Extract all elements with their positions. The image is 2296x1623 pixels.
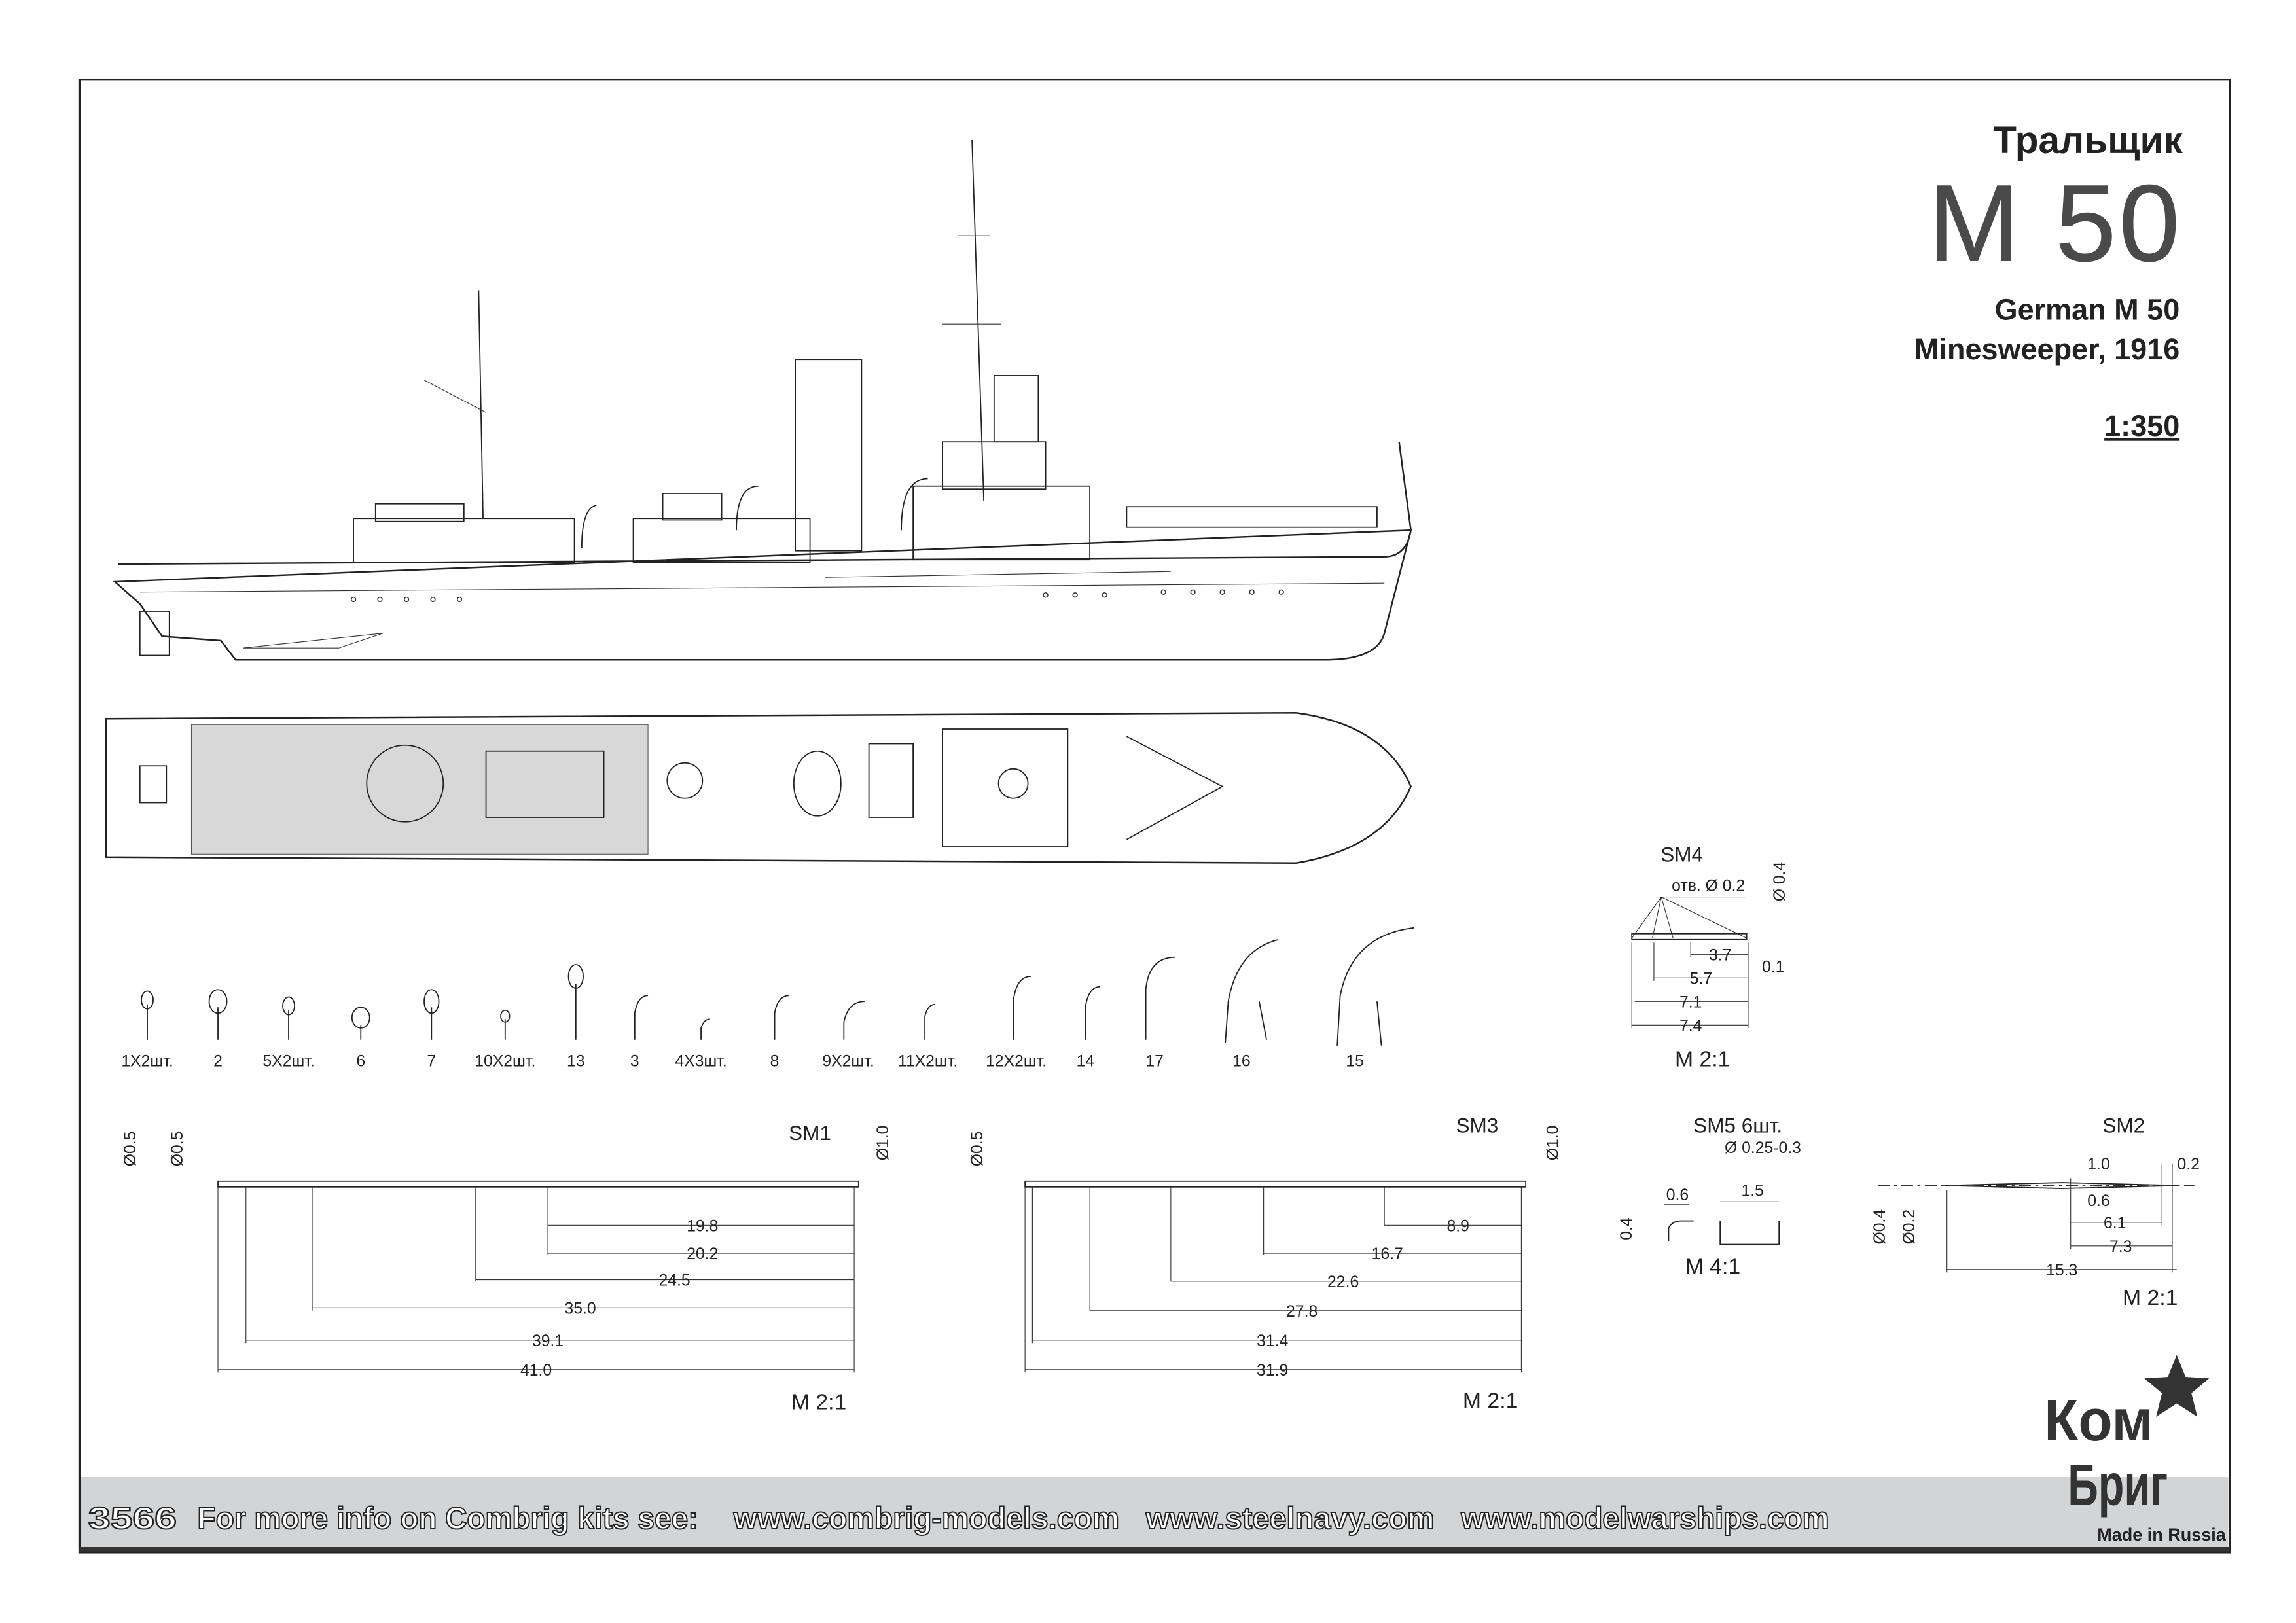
sm1-diameter: Ø1.0	[874, 1126, 892, 1161]
part-label: 2	[213, 1052, 223, 1070]
part-label: 17	[1145, 1052, 1164, 1070]
part-label: 11X2шт.	[898, 1052, 958, 1070]
sm3-diameter: Ø0.5	[969, 1132, 986, 1167]
sm2-dim: 0.2	[2178, 1156, 2200, 1173]
sm2-dim: 6.1	[2104, 1215, 2126, 1232]
sm3-diameter: Ø1.0	[1545, 1126, 1562, 1161]
title-block: Тральщик M 50 German M 50 Minesweeper, 1…	[1914, 119, 2183, 442]
footer-bar: 3566 For more info on Combrig kits see: …	[79, 1477, 2230, 1552]
sm2-diameter: Ø0.2	[1901, 1209, 1918, 1245]
sm2-detail: SM2 Ø0.4 Ø0.2 1.0 0.2 0.6 6.1 7.3 15.3 M…	[1871, 1114, 2200, 1310]
kit-number: 3566	[88, 1501, 177, 1536]
sm3-detail: SM3 Ø0.5 Ø1.0 8.9 16.7 22.6 27.8 31.4 31…	[969, 1114, 1562, 1414]
kombrig-logo: Ком Бриг Made in Russia	[2044, 1355, 2227, 1544]
sm2-title: SM2	[2102, 1114, 2145, 1137]
sm2-scale: M 2:1	[2123, 1285, 2178, 1310]
sm3-dim: 27.8	[1286, 1303, 1318, 1321]
scale-label: 1:350	[2104, 409, 2179, 442]
sm2-dim: 1.0	[2087, 1156, 2109, 1173]
parts-row: 1X2шт. 2 5X2шт. 6 7 10X2шт. 13 3 4X3шт. …	[121, 927, 1414, 1070]
wooden-deck	[190, 724, 649, 855]
part-label: 13	[567, 1052, 585, 1070]
sm5-detail: SM5 6шт. Ø 0.25-0.3 0.6 1.5 0.4 M 4:1	[1618, 1114, 1801, 1279]
sm3-title: SM3	[1456, 1114, 1499, 1137]
sm1-title: SM1	[789, 1121, 831, 1145]
star-icon	[2144, 1355, 2210, 1417]
ship-side-view	[113, 139, 1412, 661]
subtitle-2: Minesweeper, 1916	[1914, 332, 2179, 366]
sm4-detail: SM4 отв. Ø 0.2 Ø 0.4 3.7 0.1 5.7 7.1 7.4…	[1631, 843, 1789, 1071]
sm3-dim: 31.9	[1257, 1362, 1288, 1380]
part-label: 6	[356, 1052, 365, 1070]
sm3-dim: 22.6	[1327, 1274, 1359, 1291]
sm3-dim: 16.7	[1372, 1245, 1403, 1263]
part-label: 14	[1077, 1052, 1095, 1070]
sm1-dim: 35.0	[564, 1300, 596, 1317]
sm4-dim: 5.7	[1690, 970, 1712, 988]
part-label: 15	[1346, 1052, 1364, 1070]
ship-top-view	[105, 712, 1412, 864]
sm1-dim: 41.0	[520, 1362, 552, 1380]
part-label: 8	[770, 1052, 780, 1070]
sm2-diameter: Ø0.4	[1871, 1209, 1889, 1245]
logo-top: Ком	[2044, 1388, 2153, 1454]
title-ru: Тральщик	[1993, 119, 2183, 162]
sm3-dim: 8.9	[1446, 1217, 1469, 1235]
sm1-detail: SM1 Ø0.5 Ø0.5 Ø1.0 19.8 20.2 24.5 35.0 3…	[122, 1121, 892, 1415]
logo-bottom: Бриг	[2068, 1453, 2168, 1518]
sm1-dim: 39.1	[532, 1332, 564, 1350]
sm2-dim: 0.6	[2087, 1192, 2109, 1210]
part-label: 12X2шт.	[986, 1052, 1047, 1070]
sm4-dim: 0.1	[1762, 958, 1784, 976]
sm5-dim: 0.6	[1666, 1186, 1689, 1204]
fore-mast	[478, 290, 484, 519]
sm3-dim: 31.4	[1257, 1332, 1288, 1350]
sm1-dim: 20.2	[687, 1245, 718, 1263]
link-steelnavy[interactable]: www.steelnavy.com	[1145, 1501, 1435, 1537]
funnel	[795, 359, 863, 552]
part-label: 7	[427, 1052, 436, 1070]
part-label: 1X2шт.	[121, 1052, 173, 1070]
sm5-diameter: Ø 0.25-0.3	[1725, 1139, 1801, 1157]
part-label: 9X2шт.	[822, 1052, 874, 1070]
sm5-dim: 1.5	[1741, 1182, 1763, 1200]
sm1-diameter: Ø0.5	[122, 1132, 139, 1167]
sm1-scale: M 2:1	[791, 1390, 846, 1415]
sm4-dim: 7.4	[1679, 1017, 1702, 1035]
sm5-scale: M 4:1	[1685, 1255, 1740, 1279]
part-label: 4X3шт.	[675, 1052, 726, 1070]
sm2-dim: 15.3	[2046, 1262, 2077, 1279]
link-modelwarships[interactable]: www.modelwarships.com	[1460, 1501, 1830, 1537]
part-label: 16	[1232, 1052, 1251, 1070]
sheet-frame	[78, 78, 2231, 1554]
sm5-title: SM5 6шт.	[1693, 1114, 1782, 1137]
sm1-dim: 24.5	[658, 1272, 690, 1290]
sm5-dim: 0.4	[1618, 1217, 1636, 1240]
footer-info: For more info on Combrig kits see:	[198, 1501, 698, 1536]
logo-tagline: Made in Russia	[2097, 1525, 2227, 1544]
link-combrig[interactable]: www.combrig-models.com	[732, 1501, 1121, 1537]
main-mast	[971, 139, 985, 501]
part-label: 10X2шт.	[475, 1052, 535, 1070]
sm3-scale: M 2:1	[1463, 1388, 1518, 1413]
sm4-hole: отв. Ø 0.2	[1672, 878, 1745, 895]
model-name: M 50	[1929, 162, 2183, 284]
sm4-title: SM4	[1660, 843, 1703, 866]
sm1-dim: 19.8	[687, 1217, 718, 1235]
sm4-d: Ø 0.4	[1771, 861, 1789, 901]
sm2-dim: 7.3	[2109, 1238, 2132, 1256]
sm4-dim: 3.7	[1709, 946, 1731, 964]
part-label: 3	[630, 1052, 639, 1070]
part-label: 5X2шт.	[262, 1052, 314, 1070]
sm4-scale: M 2:1	[1675, 1046, 1730, 1071]
sm1-diameter: Ø0.5	[169, 1132, 187, 1167]
sm4-dim: 7.1	[1679, 993, 1702, 1011]
subtitle-1: German M 50	[1995, 293, 2180, 326]
